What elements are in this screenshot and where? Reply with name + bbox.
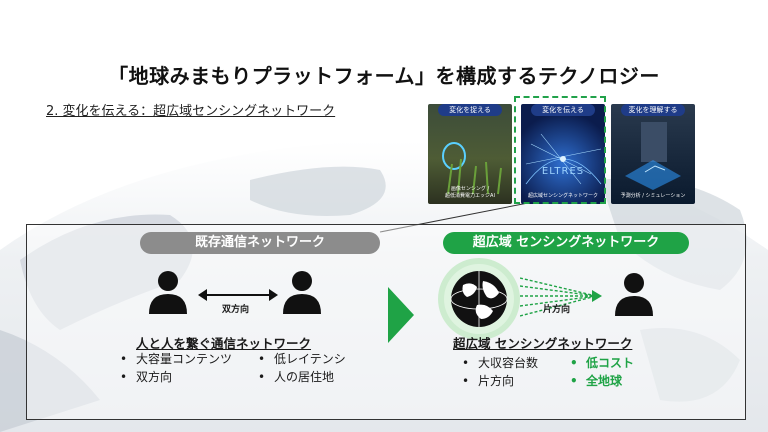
- panel-caption: 変化を伝える: [531, 104, 595, 116]
- existing-network-header: 既存通信ネットワーク: [140, 232, 380, 254]
- highlight-dashed-frame: [514, 96, 606, 204]
- wide-area-features-col2: •低コスト •全地球: [570, 356, 635, 388]
- feature-item-highlight: 全地球: [586, 374, 623, 388]
- feature-item: 人の居住地: [274, 370, 335, 384]
- one-way-label: 片方向: [543, 305, 571, 315]
- person-icon: [283, 271, 321, 314]
- feature-item-highlight: 低コスト: [586, 356, 635, 370]
- existing-network-features-col1: •大容量コンテンツ •双方向: [120, 352, 233, 384]
- panel-understand-change: 変化を理解する 予測分析 / シミュレーション: [611, 104, 695, 204]
- wide-area-network-header: 超広域 センシングネットワーク: [443, 232, 689, 254]
- person-icon: [149, 271, 187, 314]
- panel-transmit-change: 変化を伝える ELTRES 超広域センシングネットワーク: [521, 104, 605, 204]
- one-way-signal-rays-icon: [520, 277, 602, 317]
- feature-item: 片方向: [478, 374, 515, 388]
- feature-item: 大収容台数: [478, 356, 539, 370]
- panel-footer: 予測分析 / シミュレーション: [620, 193, 686, 199]
- panel-footer: 画像センシング / 超低消費電力エッジAI: [445, 186, 495, 199]
- panel-capture-change: 変化を捉える 画像センシング / 超低消費電力エッジAI: [428, 104, 512, 204]
- page-title: 「地球みまもりプラットフォーム」を構成するテクノロジー: [108, 64, 660, 88]
- comparison-box: [26, 224, 746, 420]
- bidirectional-label: 双方向: [222, 305, 250, 315]
- section-subtitle: 2. 変化を伝える：超広域センシングネットワーク: [46, 104, 336, 119]
- panel-caption: 変化を理解する: [621, 104, 685, 116]
- globe-icon: [438, 258, 520, 340]
- feature-item: 低レイテンシ: [274, 352, 346, 366]
- feature-item: 双方向: [136, 370, 173, 384]
- panel-footer: 超広域センシングネットワーク: [527, 193, 598, 199]
- panel-caption: 変化を捉える: [438, 104, 502, 116]
- businessman-hologram-image: [625, 122, 681, 190]
- wide-area-features-col1: •大収容台数 •片方向: [462, 356, 539, 388]
- feature-item: 大容量コンテンツ: [136, 352, 233, 366]
- wide-area-network-title: 超広域 センシングネットワーク: [453, 336, 633, 351]
- bidirectional-arrow-icon: [198, 289, 278, 301]
- existing-network-features-col2: •低レイテンシ •人の居住地: [258, 352, 346, 384]
- network-globe-image: [525, 133, 602, 185]
- eltres-logo: ELTRES: [541, 166, 585, 177]
- transition-arrow-icon: [388, 287, 414, 343]
- person-icon: [615, 273, 653, 316]
- field-plants-image: [442, 142, 502, 195]
- existing-network-title: 人と人を繋ぐ通信ネットワーク: [136, 336, 312, 351]
